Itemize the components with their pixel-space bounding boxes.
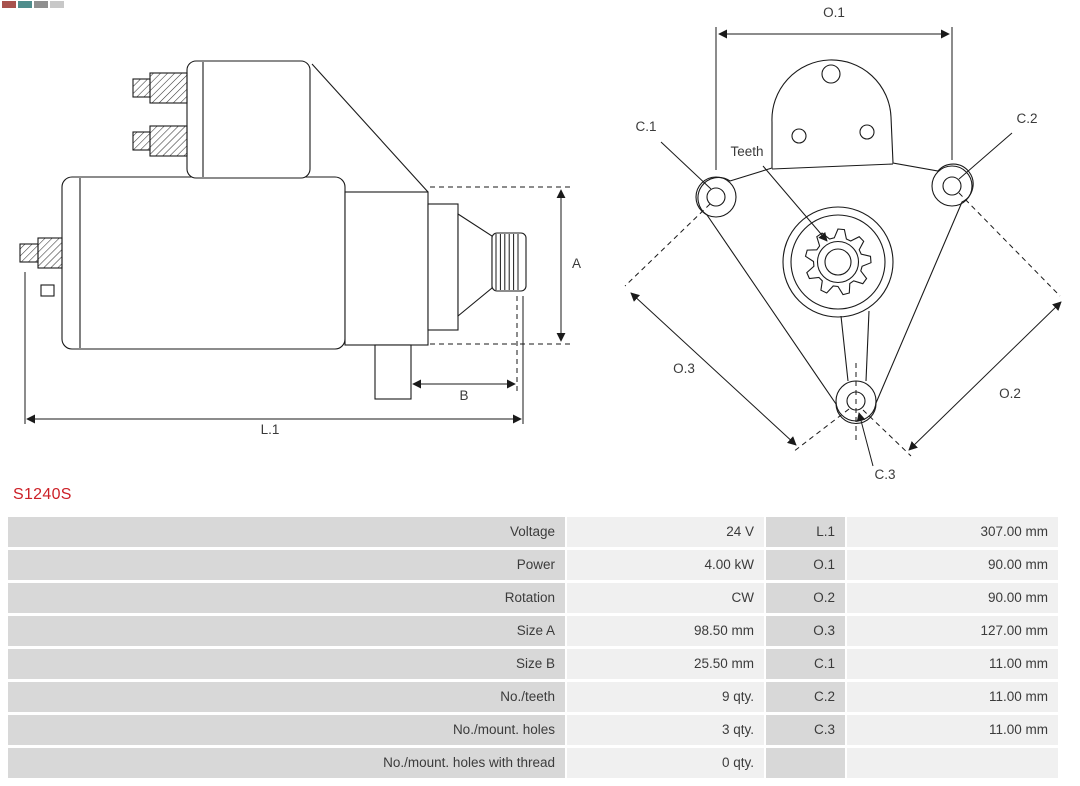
dim-label-l1: L.1 (261, 422, 280, 437)
dim-value: 11.00 mm (847, 682, 1058, 712)
spec-label: No./mount. holes with thread (8, 748, 565, 778)
part-number: S1240S (13, 486, 72, 503)
dim-value: 90.00 mm (847, 583, 1058, 613)
spec-label: No./teeth (8, 682, 565, 712)
spec-label: Voltage (8, 517, 565, 547)
dim-value: 127.00 mm (847, 616, 1058, 646)
dim-label (766, 748, 845, 778)
dim-label-c1: C.1 (635, 119, 656, 134)
spec-value: 3 qty. (567, 715, 764, 745)
dim-label: L.1 (766, 517, 845, 547)
pinion-gear (804, 228, 872, 296)
spec-row: Size A 98.50 mm O.3 127.00 mm (8, 616, 1058, 646)
spec-row: Power 4.00 kW O.1 90.00 mm (8, 550, 1058, 580)
dim-value: 90.00 mm (847, 550, 1058, 580)
brand-mark (2, 1, 64, 8)
spec-value: 0 qty. (567, 748, 764, 778)
drive-end-housing (344, 191, 429, 346)
spec-row: No./teeth 9 qty. C.2 11.00 mm (8, 682, 1058, 712)
spec-value: 9 qty. (567, 682, 764, 712)
dim-label-b: B (459, 388, 468, 403)
dim-value: 307.00 mm (847, 517, 1058, 547)
rear-stud (19, 237, 63, 297)
mounting-foot (374, 344, 412, 400)
technical-drawings: A B L.1 (19, 5, 1062, 482)
spec-value: 98.50 mm (567, 616, 764, 646)
dim-value (847, 748, 1058, 778)
front-view-drawing (695, 59, 974, 425)
dim-value: 11.00 mm (847, 715, 1058, 745)
mount-hole-c1 (706, 187, 726, 207)
spec-value: 24 V (567, 517, 764, 547)
solenoid (186, 60, 311, 179)
side-view-drawing (19, 60, 527, 400)
dim-label-o1: O.1 (823, 5, 845, 20)
dim-label: C.1 (766, 649, 845, 679)
spec-label: Rotation (8, 583, 565, 613)
spec-row: No./mount. holes 3 qty. C.3 11.00 mm (8, 715, 1058, 745)
spec-label: Size A (8, 616, 565, 646)
terminal-studs (132, 72, 188, 157)
spec-label: Size B (8, 649, 565, 679)
spec-row: Rotation CW O.2 90.00 mm (8, 583, 1058, 613)
side-view-dimensions (24, 186, 570, 424)
dim-label-o2: O.2 (999, 386, 1021, 401)
dim-label: O.1 (766, 550, 845, 580)
dim-label-c2: C.2 (1016, 111, 1037, 126)
dim-label: C.3 (766, 715, 845, 745)
spec-value: 25.50 mm (567, 649, 764, 679)
dim-label-o3: O.3 (673, 361, 695, 376)
dim-label: O.2 (766, 583, 845, 613)
spec-label: Power (8, 550, 565, 580)
dim-label: O.3 (766, 616, 845, 646)
spec-row: Voltage 24 V L.1 307.00 mm (8, 517, 1058, 547)
spec-row: No./mount. holes with thread 0 qty. (8, 748, 1058, 778)
dim-label-c3: C.3 (874, 467, 895, 482)
dim-value: 11.00 mm (847, 649, 1058, 679)
teeth-label: Teeth (730, 144, 763, 159)
dim-label: C.2 (766, 682, 845, 712)
dim-label-a: A (572, 256, 581, 271)
center-boss (782, 206, 894, 318)
mount-hole-c2 (942, 176, 962, 196)
motor-body (61, 176, 346, 350)
spec-row: Size B 25.50 mm C.1 11.00 mm (8, 649, 1058, 679)
spec-value: CW (567, 583, 764, 613)
spec-label: No./mount. holes (8, 715, 565, 745)
front-view-dimensions (624, 27, 1062, 467)
spec-table: Voltage 24 V L.1 307.00 mm Power 4.00 kW… (8, 517, 1058, 778)
spec-value: 4.00 kW (567, 550, 764, 580)
